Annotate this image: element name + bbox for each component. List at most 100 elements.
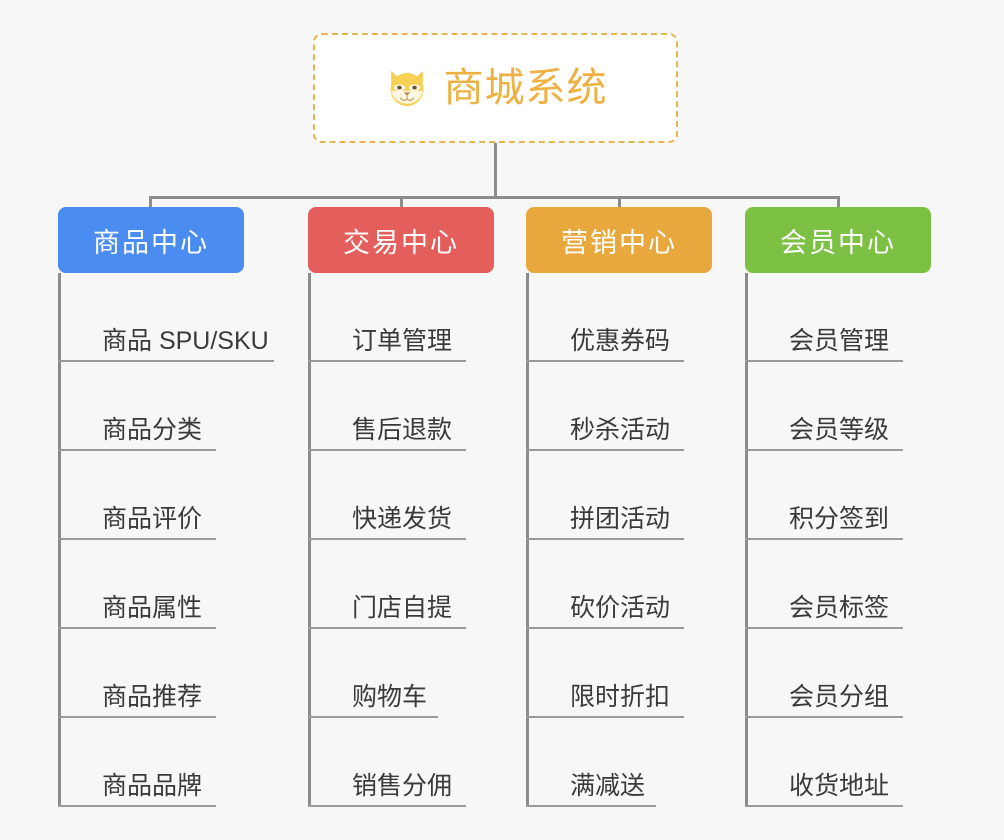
leaf-underline — [308, 360, 466, 362]
leaf-item[interactable]: 满减送 — [526, 718, 712, 807]
leaf-underline — [745, 627, 903, 629]
connector-root-stem — [494, 143, 497, 199]
leaf-item-label: 商品 SPU/SKU — [102, 326, 269, 355]
leaf-list: 订单管理售后退款快递发货门店自提购物车销售分佣 — [308, 273, 494, 807]
leaf-item[interactable]: 收货地址 — [745, 718, 931, 807]
leaf-list: 会员管理会员等级积分签到会员标签会员分组收货地址 — [745, 273, 931, 807]
leaf-item[interactable]: 销售分佣 — [308, 718, 494, 807]
leaf-item[interactable]: 门店自提 — [308, 540, 494, 629]
leaf-item[interactable]: 限时折扣 — [526, 629, 712, 718]
leaf-item-label: 商品评价 — [102, 504, 203, 533]
leaf-item-label: 限时折扣 — [570, 682, 671, 711]
category-column: 交易中心订单管理售后退款快递发货门店自提购物车销售分佣 — [308, 207, 494, 807]
leaf-item-label: 商品属性 — [102, 593, 203, 622]
leaf-item-label: 满减送 — [570, 771, 646, 800]
leaf-item[interactable]: 商品分类 — [58, 362, 244, 451]
leaf-item[interactable]: 砍价活动 — [526, 540, 712, 629]
column-spine — [58, 273, 61, 807]
column-spine — [308, 273, 311, 807]
leaf-item[interactable]: 订单管理 — [308, 273, 494, 362]
category-column: 营销中心优惠券码秒杀活动拼团活动砍价活动限时折扣满减送 — [526, 207, 712, 807]
connector-horizontal-bus — [150, 196, 840, 199]
leaf-underline — [745, 449, 903, 451]
leaf-underline — [526, 538, 684, 540]
leaf-item-label: 商品推荐 — [102, 682, 203, 711]
category-header-3[interactable]: 营销中心 — [526, 207, 712, 273]
leaf-item[interactable]: 商品品牌 — [58, 718, 244, 807]
leaf-underline — [308, 627, 466, 629]
category-header-4[interactable]: 会员中心 — [745, 207, 931, 273]
leaf-item[interactable]: 商品 SPU/SKU — [58, 273, 274, 362]
leaf-item-label: 会员标签 — [789, 593, 890, 622]
leaf-underline — [308, 805, 466, 807]
leaf-underline — [745, 805, 903, 807]
leaf-item-label: 商品品牌 — [102, 771, 203, 800]
leaf-underline — [58, 449, 216, 451]
leaf-item-label: 会员等级 — [789, 415, 890, 444]
leaf-underline — [526, 805, 656, 807]
leaf-item[interactable]: 会员等级 — [745, 362, 931, 451]
leaf-item-label: 购物车 — [352, 682, 428, 711]
leaf-item[interactable]: 拼团活动 — [526, 451, 712, 540]
category-header-label: 营销中心 — [561, 227, 677, 258]
leaf-list: 优惠券码秒杀活动拼团活动砍价活动限时折扣满减送 — [526, 273, 712, 807]
leaf-item-label: 会员分组 — [789, 682, 890, 711]
column-spine — [526, 273, 529, 807]
leaf-underline — [526, 716, 684, 718]
leaf-underline — [526, 627, 684, 629]
leaf-underline — [308, 538, 466, 540]
leaf-item[interactable]: 商品推荐 — [58, 629, 244, 718]
leaf-item-label: 优惠券码 — [570, 326, 671, 355]
leaf-item-label: 收货地址 — [789, 771, 890, 800]
leaf-item-label: 积分签到 — [789, 504, 890, 533]
leaf-underline — [308, 449, 466, 451]
leaf-item[interactable]: 优惠券码 — [526, 273, 712, 362]
category-header-label: 会员中心 — [780, 227, 896, 258]
leaf-underline — [58, 538, 216, 540]
leaf-underline — [58, 360, 274, 362]
leaf-item-label: 快递发货 — [352, 504, 453, 533]
root-title: 商城系统 — [443, 66, 608, 110]
leaf-item-label: 砍价活动 — [570, 593, 671, 622]
leaf-item-label: 商品分类 — [102, 415, 203, 444]
leaf-item-label: 门店自提 — [352, 593, 453, 622]
leaf-item[interactable]: 会员标签 — [745, 540, 931, 629]
leaf-item[interactable]: 商品属性 — [58, 540, 244, 629]
category-header-2[interactable]: 交易中心 — [308, 207, 494, 273]
connector-drop-1 — [149, 196, 152, 210]
leaf-item-label: 会员管理 — [789, 326, 890, 355]
leaf-underline — [58, 627, 216, 629]
leaf-item-label: 秒杀活动 — [570, 415, 671, 444]
leaf-item[interactable]: 售后退款 — [308, 362, 494, 451]
category-header-label: 交易中心 — [343, 227, 459, 258]
category-header-1[interactable]: 商品中心 — [58, 207, 244, 273]
leaf-item[interactable]: 秒杀活动 — [526, 362, 712, 451]
connector-drop-3 — [618, 196, 621, 210]
leaf-item[interactable]: 积分签到 — [745, 451, 931, 540]
leaf-item-label: 订单管理 — [352, 326, 453, 355]
leaf-item[interactable]: 会员管理 — [745, 273, 931, 362]
leaf-item-label: 售后退款 — [352, 415, 453, 444]
leaf-underline — [745, 538, 903, 540]
category-header-label: 商品中心 — [93, 227, 209, 258]
leaf-underline — [58, 716, 216, 718]
leaf-underline — [745, 716, 903, 718]
leaf-item[interactable]: 商品评价 — [58, 451, 244, 540]
shiba-dog-icon — [389, 70, 424, 106]
connector-drop-4 — [837, 196, 840, 210]
leaf-underline — [745, 360, 903, 362]
leaf-underline — [526, 449, 684, 451]
column-spine — [745, 273, 748, 807]
category-column: 商品中心商品 SPU/SKU 商品分类商品评价商品属性商品推荐商品品牌 — [58, 207, 274, 807]
leaf-underline — [308, 716, 438, 718]
leaf-item[interactable]: 快递发货 — [308, 451, 494, 540]
connector-drop-2 — [400, 196, 403, 210]
leaf-item[interactable]: 会员分组 — [745, 629, 931, 718]
root-node[interactable]: 商城系统 — [313, 33, 678, 143]
leaf-underline — [526, 360, 684, 362]
category-column: 会员中心会员管理会员等级积分签到会员标签会员分组收货地址 — [745, 207, 931, 807]
leaf-item-label: 销售分佣 — [352, 771, 453, 800]
leaf-item[interactable]: 购物车 — [308, 629, 494, 718]
leaf-underline — [58, 805, 216, 807]
